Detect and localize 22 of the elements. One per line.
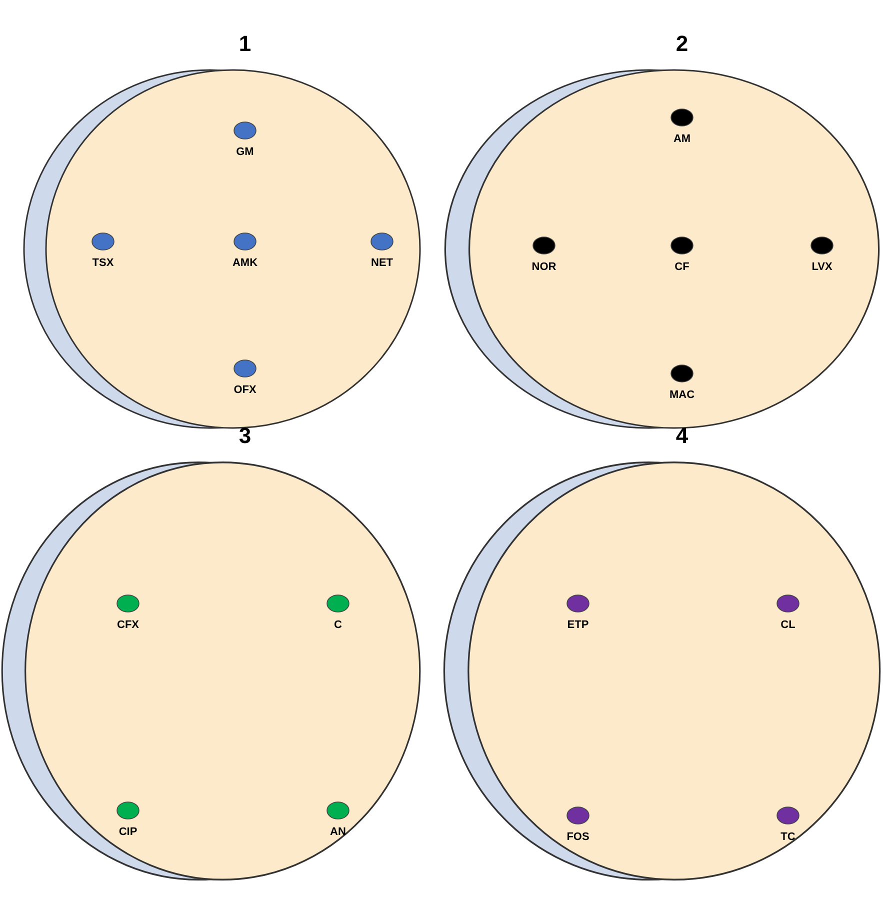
disc-label: AMK [232, 257, 258, 269]
disc-label: TSX [92, 257, 114, 269]
disc-label: C [334, 619, 342, 631]
disc-label: NOR [532, 261, 556, 273]
disc-label: TC [780, 831, 796, 843]
plate-number: 3 [238, 423, 252, 449]
disc-label: MAC [669, 389, 695, 401]
disc-label: AN [330, 826, 346, 838]
disc-label: CIP [118, 826, 138, 838]
disc-label: AM [673, 133, 691, 145]
plate-number: 4 [676, 423, 688, 449]
disc-label: GM [236, 146, 254, 158]
plate-number: 2 [676, 31, 688, 57]
disc-label: FOS [566, 831, 590, 843]
disc-label: CF [674, 261, 690, 273]
disc-label: CL [780, 619, 796, 631]
disc-label: LVX [812, 261, 832, 273]
disc-label: OFX [234, 384, 256, 396]
plate-number: 1 [238, 31, 252, 57]
disc-label: NET [371, 257, 393, 269]
disc-label: CFX [117, 619, 139, 631]
disc-label: ETP [567, 619, 589, 631]
